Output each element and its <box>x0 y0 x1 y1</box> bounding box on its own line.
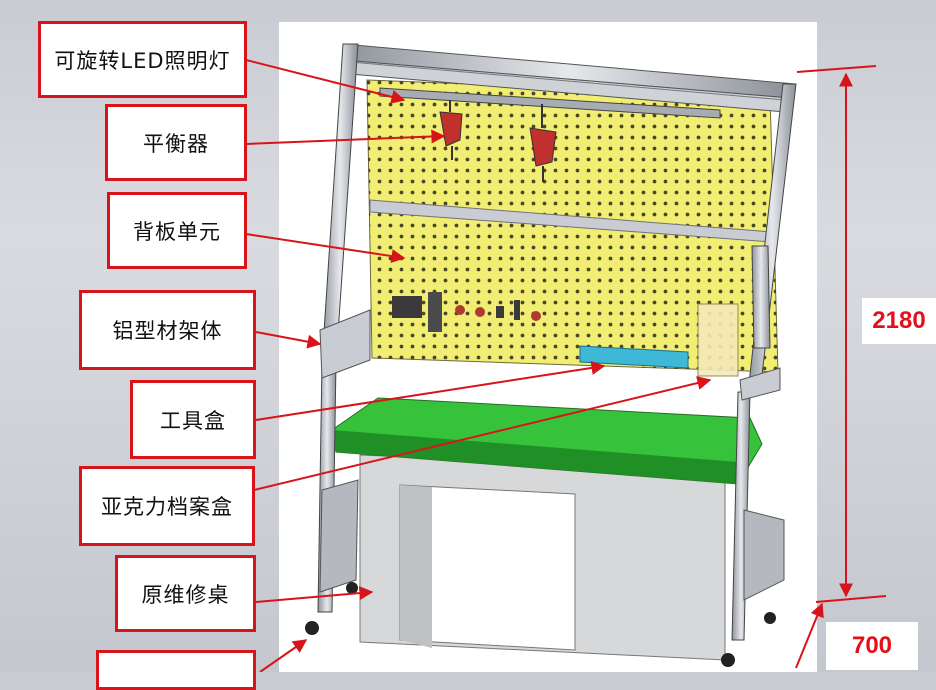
tool-box <box>579 345 689 369</box>
label-acrylic-box: 亚克力档案盒 <box>79 466 255 546</box>
label-repair-desk: 原维修桌 <box>115 555 256 632</box>
desk <box>359 454 726 661</box>
arrow-desk <box>255 586 374 603</box>
arrow-toolbox <box>255 361 606 421</box>
acrylic-box <box>697 303 739 377</box>
arrow-frame <box>255 331 322 349</box>
arrow-casters <box>259 639 308 672</box>
arrow-balancer <box>245 129 446 145</box>
hanging-tools <box>392 292 541 332</box>
label-led-lamp: 可旋转LED照明灯 <box>38 21 247 98</box>
arrow-backboard <box>245 233 406 264</box>
casters <box>305 582 776 667</box>
label-backboard: 背板单元 <box>107 192 247 269</box>
workbench-diagram <box>245 43 887 672</box>
balancer-right <box>529 104 557 182</box>
label-balancer: 平衡器 <box>105 104 247 181</box>
height-dimension: 2180 <box>862 298 936 344</box>
depth-dimension: 700 <box>826 622 918 670</box>
label-casters <box>96 650 256 690</box>
dimension-lines <box>795 65 887 669</box>
frame-uprights <box>317 43 797 641</box>
balancer-left <box>439 100 463 160</box>
arrow-lamp <box>245 59 406 104</box>
pegboard-panel <box>366 79 779 373</box>
depth-dim-line <box>795 602 824 669</box>
label-aluminum-frame: 铝型材架体 <box>79 290 256 370</box>
arrow-acrylic <box>253 376 712 491</box>
label-toolbox: 工具盒 <box>130 380 256 459</box>
annotation-arrows <box>245 59 712 672</box>
